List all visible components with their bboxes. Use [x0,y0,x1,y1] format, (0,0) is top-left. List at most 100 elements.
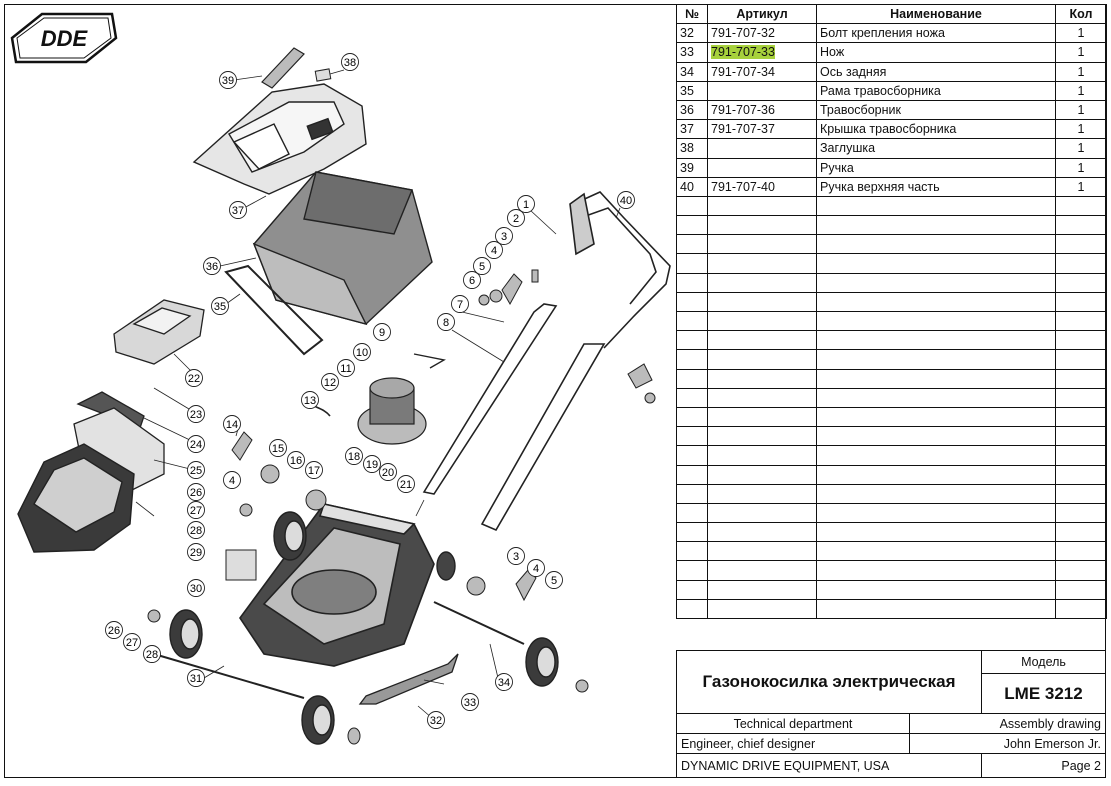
callout-4: 4 [527,559,545,577]
empty-cell [816,291,1056,313]
empty-cell [816,426,1056,447]
callout-11: 11 [337,359,355,377]
empty-table-row [676,215,1107,236]
highlighted-article: 791-707-33 [711,45,775,60]
page-number: Page 2 [1061,758,1101,773]
empty-cell [1055,387,1107,408]
empty-cell [707,234,817,255]
callout-number: 37 [232,205,244,217]
empty-cell [707,215,817,236]
empty-table-row [676,310,1107,332]
empty-cell [707,368,817,389]
callout-number: 32 [430,715,442,727]
row-article: 791-707-34 [707,61,817,82]
empty-cell [676,195,708,217]
drawing-type-cell: Assembly drawing [909,713,1106,734]
title-block: Газонокосилка электрическая Модель LME 3… [676,650,1106,778]
empty-cell [707,272,817,293]
empty-cell [1055,502,1107,524]
callout-36: 36 [203,257,221,275]
callout-4: 4 [223,471,241,489]
empty-cell [676,598,708,620]
callout-3: 3 [495,227,513,245]
empty-table-row [676,349,1107,370]
empty-cell [707,349,817,370]
row-article: 791-707-36 [707,99,817,121]
callout-3: 3 [507,547,525,565]
empty-table-row [676,272,1107,293]
callout-34: 34 [495,673,513,691]
empty-cell [676,445,708,466]
empty-cell [676,253,708,274]
empty-cell [1055,310,1107,332]
header-num: № [676,3,708,25]
empty-cell [676,368,708,389]
mower-deck [239,503,435,667]
callout-number: 4 [229,475,235,487]
empty-cell [676,579,708,600]
empty-cell [707,445,817,466]
callout-28: 28 [187,521,205,539]
empty-cell [1055,598,1107,620]
role: Engineer, chief designer [681,736,816,751]
callout-number: 5 [551,575,557,587]
callout-16: 16 [287,451,305,469]
empty-cell [816,349,1056,370]
engineer-name: John Emerson Jr. [1003,736,1101,751]
callout-number: 36 [206,261,218,273]
empty-table-row [676,387,1107,408]
row-name: Крышка травосборника [816,119,1056,140]
callout-27: 27 [187,501,205,519]
callout-number: 27 [190,505,202,517]
empty-cell [1055,330,1107,351]
callout-number: 3 [513,551,519,563]
blade [358,653,459,705]
callout-number: 24 [190,439,202,451]
callout-number: 28 [146,649,158,661]
row-name: Болт крепления ножа [816,23,1056,44]
row-num: 33 [676,42,708,63]
callout-number: 31 [190,673,202,685]
engineer-cell: John Emerson Jr. [909,733,1106,754]
callout-number: 27 [126,637,138,649]
empty-table-row [676,541,1107,562]
callout-number: 1 [523,199,529,211]
empty-cell [707,253,817,274]
empty-cell [707,330,817,351]
callout-number: 40 [620,195,632,207]
callout-number: 35 [214,301,226,313]
plug [314,68,332,82]
callout-5: 5 [473,257,491,275]
empty-cell [676,426,708,447]
product-title: Газонокосилка электрическая [702,672,956,691]
front-axle [153,653,305,699]
empty-cell [676,387,708,408]
callout-number: 28 [190,525,202,537]
callout-29: 29 [187,543,205,561]
grip-handle [261,47,305,89]
empty-table-row [676,445,1107,466]
empty-cell [707,426,817,447]
company-cell: DYNAMIC DRIVE EQUIPMENT, USA [676,753,982,778]
empty-cell [816,330,1056,351]
department-cell: Technical department [676,713,910,734]
callout-27: 27 [123,633,141,651]
callout-4: 4 [485,241,503,259]
header-qty: Кол [1055,3,1107,25]
empty-cell [816,215,1056,236]
empty-cell [707,560,817,581]
callout-13: 13 [301,391,319,409]
empty-cell [816,387,1056,408]
empty-table-row [676,464,1107,485]
empty-cell [707,464,817,485]
callout-number: 26 [190,487,202,499]
empty-cell [676,522,708,543]
empty-cell [1055,272,1107,293]
empty-cell [676,330,708,351]
empty-cell [707,541,817,562]
row-qty: 1 [1055,157,1107,178]
